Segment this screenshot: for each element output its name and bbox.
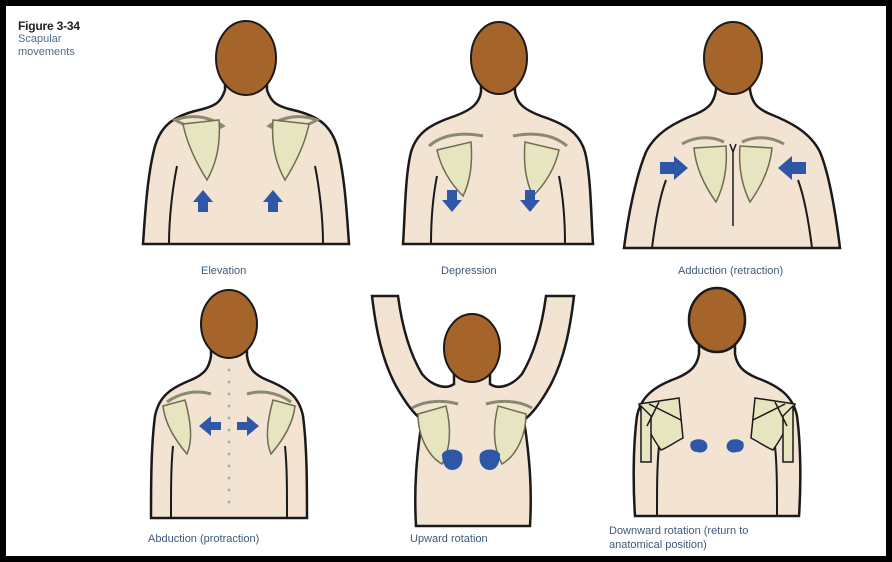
panel-upward-rotation: Upward rotation bbox=[366, 290, 576, 556]
arrow-left-icon bbox=[778, 156, 806, 180]
torso-elevation-illustration bbox=[141, 20, 351, 246]
figure-number: Figure 3-34 bbox=[18, 19, 80, 33]
arrow-down-right-icon bbox=[520, 190, 540, 212]
torso-abduction-illustration bbox=[149, 289, 309, 520]
arrow-right-icon bbox=[660, 156, 688, 180]
arrow-up-right-icon bbox=[263, 190, 283, 212]
label-adduction: Adduction (retraction) bbox=[678, 265, 784, 277]
rotation-arrow-down-right-icon bbox=[726, 439, 744, 453]
label-depression: Depression bbox=[441, 265, 497, 277]
rotation-arrow-left-icon bbox=[442, 449, 463, 470]
label-upward-rotation: Upward rotation bbox=[410, 533, 488, 545]
panel-abduction: Abduction (protraction) bbox=[141, 286, 341, 556]
torso-upward-rotation-illustration bbox=[370, 294, 576, 528]
rotation-arrow-down-left-icon bbox=[690, 439, 708, 453]
label-abduction: Abduction (protraction) bbox=[148, 533, 260, 545]
figure-title: Scapular movements bbox=[18, 33, 75, 58]
figure-caption: Figure 3-34 Scapular movements bbox=[18, 19, 88, 59]
panel-adduction: Adduction (retraction) bbox=[616, 16, 846, 277]
torso-adduction-illustration bbox=[622, 21, 842, 250]
arrow-up-left-icon bbox=[193, 190, 213, 212]
rotation-arrow-right-icon bbox=[479, 449, 500, 470]
arrow-left-outward-icon bbox=[199, 416, 221, 436]
label-downward-rotation-line2: anatomical position) bbox=[609, 539, 707, 551]
label-downward-rotation: Downward rotation (return to anatomical … bbox=[609, 524, 748, 552]
figure-frame: Figure 3-34 Scapular movements Elevation bbox=[6, 6, 886, 556]
label-elevation: Elevation bbox=[201, 265, 247, 277]
spine-dots bbox=[227, 368, 231, 504]
panel-downward-rotation: Downward rotation (return to anatomical … bbox=[609, 286, 881, 556]
arrow-down-left-icon bbox=[442, 190, 462, 212]
panel-depression: Depression bbox=[391, 16, 601, 277]
torso-downward-rotation-illustration bbox=[632, 286, 802, 518]
panel-elevation: Elevation bbox=[121, 16, 361, 277]
torso-depression-illustration bbox=[401, 21, 595, 246]
arrow-right-outward-icon bbox=[237, 416, 259, 436]
label-downward-rotation-line1: Downward rotation (return to bbox=[609, 525, 749, 537]
